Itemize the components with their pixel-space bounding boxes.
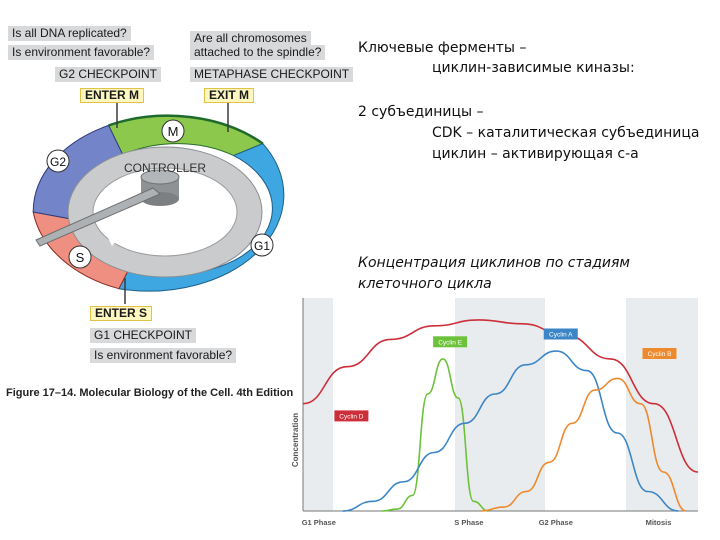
cyclin-d-line	[302, 319, 699, 473]
g2-question-1: Is all DNA replicated?	[8, 26, 131, 41]
metaphase-checkpoint-label: METAPHASE CHECKPOINT	[190, 67, 354, 82]
phase-band-s	[455, 298, 545, 511]
phase-s-badge	[68, 245, 92, 269]
cyclin-e-tag	[433, 336, 468, 348]
cell-cycle-diagram: M G2 S G1 CONTROLLER	[32, 103, 285, 304]
meta-question-1: Are all chromosomes	[190, 31, 311, 46]
phase-s-label: S	[76, 250, 85, 265]
text-line-3: 2 субъединицы –	[358, 104, 484, 120]
phase-g2-badge	[46, 149, 70, 173]
g2-checkpoint-label: G2 CHECKPOINT	[55, 67, 162, 82]
g1-checkpoint-label: G1 CHECKPOINT	[90, 328, 197, 343]
phase-band-g1	[303, 298, 333, 511]
phase-g2-label: G2	[50, 155, 66, 169]
cyclin-e-label: Cyclin E	[438, 339, 463, 346]
meta-question-2: attached to the spindle?	[190, 45, 326, 60]
cyclin-a-label: Cyclin A	[549, 332, 573, 339]
text-line-1: Ключевые ферменты –	[358, 40, 527, 56]
x-tick-label: G2 Phase	[539, 518, 573, 527]
phase-band-m	[626, 298, 698, 511]
x-tick-label: S Phase	[454, 518, 483, 527]
text-line-2: циклин-зависимые киназы:	[432, 60, 635, 76]
chart-heading-1: Концентрация циклинов по стадиям	[358, 255, 630, 271]
text-line-5: циклин – активирующая с-а	[432, 146, 639, 162]
phase-g1-badge	[250, 233, 274, 257]
cyclin-b-line	[480, 377, 687, 512]
g1-question: Is environment favorable?	[90, 348, 237, 363]
phase-m-badge	[161, 119, 185, 143]
cyclin-chart: Concentration Cyclin D Cyclin E Cyclin A Cy…	[291, 298, 699, 527]
chart-heading-2: клеточного цикла	[358, 276, 492, 292]
phase-g1-label: G1	[254, 239, 270, 253]
controller-pointer	[35, 187, 161, 247]
g2-question-2: Is environment favorable?	[8, 45, 155, 60]
exit-m-label: EXIT M	[204, 88, 255, 103]
cyclin-d-label: Cyclin D	[339, 413, 364, 420]
y-axis-label: Concentration	[291, 413, 300, 467]
cyclin-a-line	[342, 350, 679, 512]
text-line-4: CDK – каталитическая субъединица	[432, 125, 700, 141]
cyclin-a-tag	[543, 328, 578, 340]
cyclin-e-line	[381, 358, 489, 512]
cyclin-d-tag	[334, 410, 369, 422]
x-tick-label: G1 Phase	[302, 518, 336, 527]
phase-m-label: M	[168, 124, 179, 139]
x-tick-label: Mitosis	[646, 518, 672, 527]
controller-knob	[140, 169, 180, 206]
cyclin-b-label: Cyclin B	[648, 351, 672, 358]
figure-caption: Figure 17–14. Molecular Biology of the C…	[6, 387, 294, 399]
enter-m-label: ENTER M	[80, 88, 144, 103]
controller-label: CONTROLLER	[124, 161, 206, 175]
cyclin-b-tag	[642, 348, 677, 359]
enter-s-label: ENTER S	[90, 306, 153, 321]
